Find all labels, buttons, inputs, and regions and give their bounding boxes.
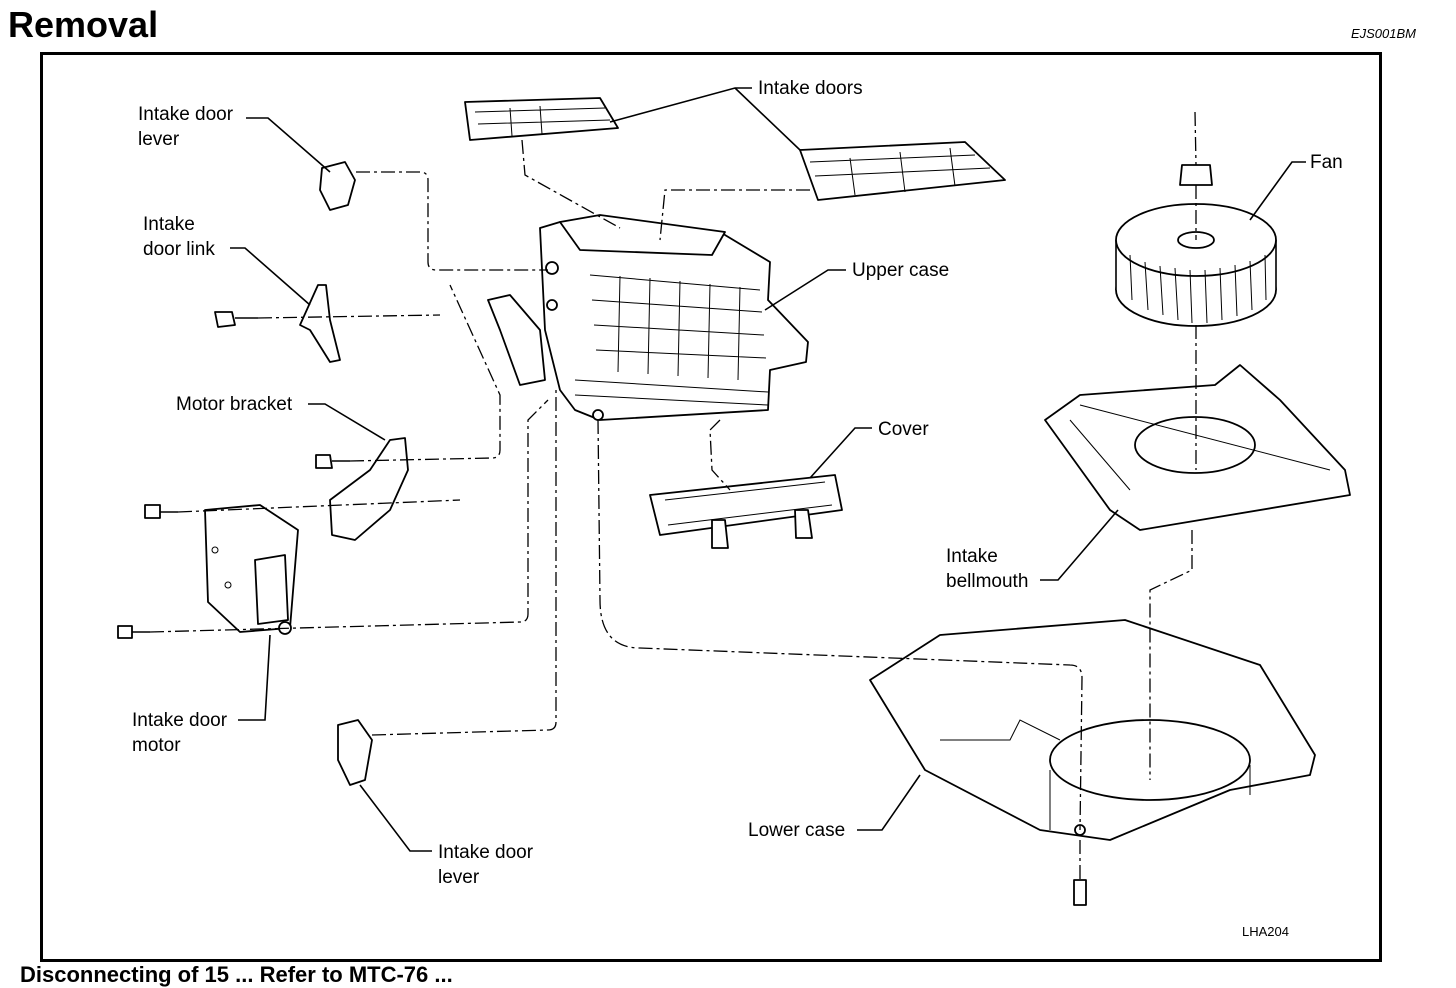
intake-door-right-part: [799, 141, 1006, 201]
label-intake-door-link: Intake door link: [143, 214, 215, 260]
diagram-frame: LHA204: [40, 52, 1382, 962]
page-title: Removal: [8, 4, 159, 45]
label-intake-door-lever-bottom: Intake door lever: [438, 842, 534, 888]
label-motor-bracket: Motor bracket: [176, 394, 293, 415]
label-intake-door-motor: Intake door motor: [132, 710, 228, 756]
label-fan: Fan: [1310, 152, 1343, 173]
intake-door-lever-top-part: [319, 161, 356, 211]
intake-bellmouth-part: [1044, 364, 1351, 531]
document-code: EJS001BM: [1350, 26, 1416, 41]
lower-case-part: [869, 619, 1316, 906]
cover-part: [649, 474, 843, 549]
figure-id: LHA204: [1242, 924, 1289, 939]
intake-door-left-part: [464, 97, 619, 141]
label-intake-bellmouth: Intake bellmouth: [946, 546, 1029, 592]
leader-lines: [230, 87, 1306, 852]
label-intake-door-lever-top: Intake door lever: [138, 104, 234, 150]
upper-case-part: [539, 214, 809, 421]
screw-parts: [117, 311, 350, 639]
intake-door-motor-part: [204, 504, 299, 635]
side-link-part: [487, 294, 546, 386]
label-lower-case: Lower case: [748, 820, 846, 841]
intake-door-lever-bottom-part: [337, 719, 373, 786]
motor-bracket-part: [329, 437, 409, 541]
assembly-lines: [149, 111, 1197, 880]
intake-door-link-part: [299, 284, 341, 363]
label-upper-case: Upper case: [852, 260, 950, 281]
label-intake-doors: Intake doors: [758, 78, 863, 99]
label-cover: Cover: [878, 419, 929, 440]
footer-text: Disconnecting of 15 ... Refer to MTC-76 …: [20, 962, 453, 987]
